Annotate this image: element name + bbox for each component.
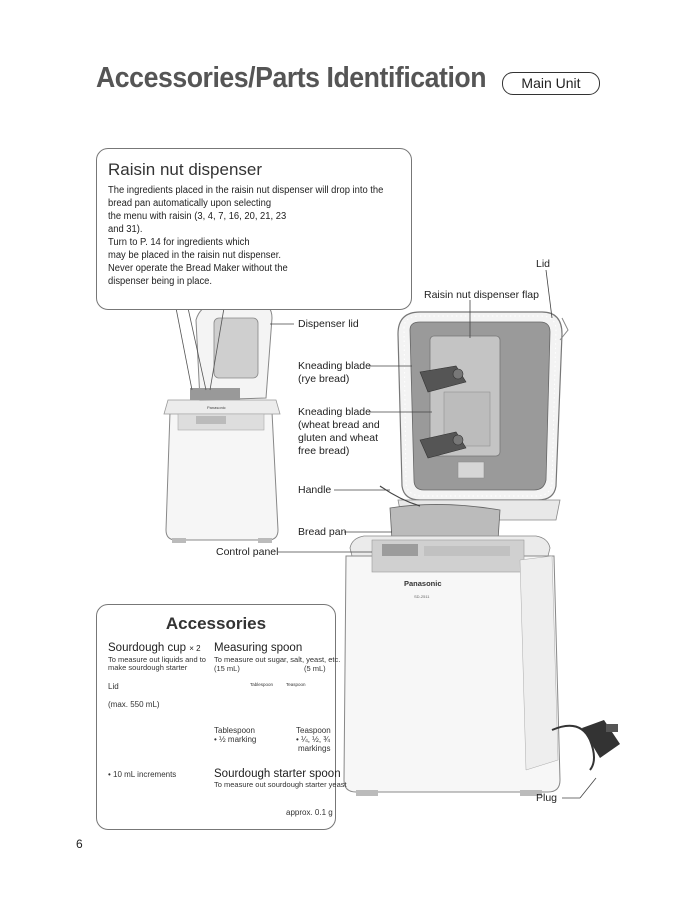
- sourdough-cup-qty: × 2: [189, 644, 201, 653]
- sourdough-cup-desc-2: make sourdough starter: [108, 663, 188, 672]
- raisin-line-3: the menu with raisin (3, 4, 7, 16, 20, 2…: [108, 211, 287, 222]
- raisin-line-6: may be placed in the raisin nut dispense…: [108, 250, 281, 261]
- sourdough-cup-desc-1: To measure out liquids and to: [108, 655, 206, 664]
- tablespoon-marking: • ½ marking: [214, 735, 257, 744]
- label-blade-rye-1: Kneading blade: [298, 360, 371, 372]
- raisin-line-2: bread pan automatically upon selecting: [108, 198, 272, 209]
- page-title: Accessories/Parts Identification: [96, 62, 487, 94]
- measuring-spoon-tbsp-ml: (15 mL): [214, 664, 240, 673]
- plug-illustration: [551, 720, 620, 771]
- teaspoon-label: Teaspoon: [296, 726, 331, 735]
- label-dispenser-lid: Dispenser lid: [298, 318, 359, 330]
- label-raisin-flap: Raisin nut dispenser flap: [424, 289, 539, 301]
- raisin-line-4: and 31).: [108, 224, 143, 235]
- label-blade-rye-2: (rye bread): [298, 373, 350, 385]
- raisin-line-1: The ingredients placed in the raisin nut…: [108, 185, 384, 196]
- starter-spoon-approx: approx. 0.1 g: [286, 808, 333, 817]
- label-lid: Lid: [536, 258, 551, 270]
- measuring-spoon-tsp-ml: (5 mL): [304, 664, 326, 673]
- spoon-text-tsp: Teaspoon: [286, 682, 306, 687]
- raisin-line-7: Never operate the Bread Maker without th…: [108, 263, 288, 274]
- starter-spoon-name: Sourdough starter spoon: [214, 768, 341, 780]
- spoon-text-tbsp: Tablespoon: [250, 682, 274, 687]
- starter-spoon-desc: To measure out sourdough starter yeast: [214, 780, 347, 789]
- label-blade-wheat-2: (wheat bread and: [298, 419, 380, 431]
- brand-logo-text: Panasonic: [404, 579, 442, 588]
- accessories-title: Accessories: [165, 614, 267, 633]
- label-blade-wheat-4: free bread): [298, 445, 350, 457]
- teaspoon-markings-2: markings: [298, 744, 331, 753]
- raisin-dispenser-box: [96, 148, 412, 310]
- main-unit-tag: Main Unit: [502, 72, 600, 95]
- sourdough-cup-name: Sourdough cup × 2: [108, 642, 201, 654]
- tablespoon-label: Tablespoon: [214, 726, 255, 735]
- measuring-spoon-name: Measuring spoon: [214, 642, 303, 654]
- raisin-dispenser-title: Raisin nut dispenser: [108, 160, 263, 179]
- sourdough-cup-lid-label: Lid: [108, 682, 119, 691]
- small-bread-maker-illustration: Panasonic: [163, 301, 281, 543]
- model-text: SD-2511: [414, 594, 430, 599]
- label-bread-pan: Bread pan: [298, 526, 347, 538]
- label-control-panel: Control panel: [216, 546, 279, 558]
- sourdough-cup-increments: • 10 mL increments: [108, 770, 177, 779]
- page-number: 6: [76, 837, 83, 851]
- sourdough-cup-label: Sourdough cup: [108, 642, 187, 654]
- label-plug: Plug: [536, 792, 558, 804]
- label-handle: Handle: [298, 484, 332, 496]
- accessories-box: [96, 604, 336, 830]
- svg-text:Panasonic: Panasonic: [207, 405, 226, 410]
- sourdough-cup-max: (max. 550 mL): [108, 700, 160, 709]
- main-bread-maker-illustration: Panasonic SD-2511: [343, 311, 569, 796]
- label-blade-wheat-1: Kneading blade: [298, 406, 371, 418]
- teaspoon-markings-1: • ¼, ½, ¾: [296, 735, 330, 744]
- label-blade-wheat-3: gluten and wheat: [298, 432, 378, 444]
- raisin-line-8: dispenser being in place.: [108, 276, 213, 287]
- raisin-line-5: Turn to P. 14 for ingredients which: [108, 237, 250, 248]
- measuring-spoon-desc: To measure out sugar, salt, yeast, etc.: [214, 655, 341, 664]
- leader-lines: [270, 269, 597, 799]
